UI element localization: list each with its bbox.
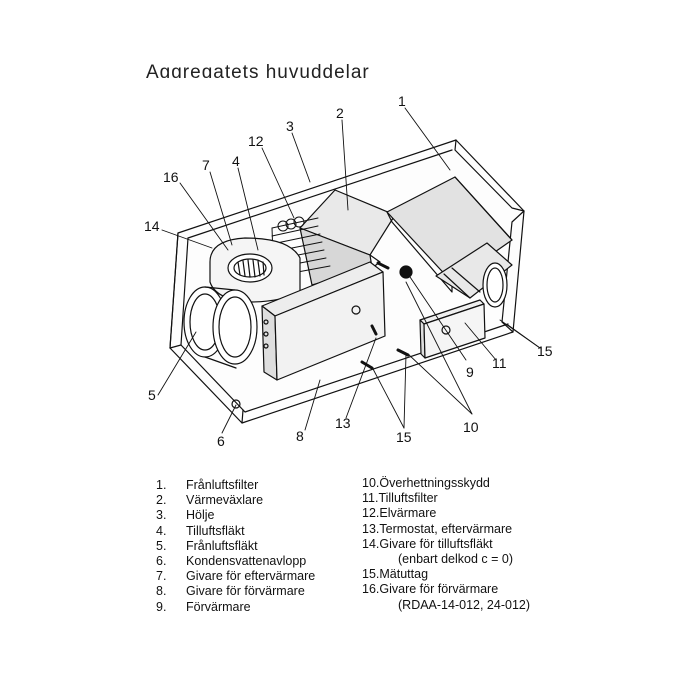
- legend-text: Mätuttag: [379, 567, 429, 582]
- legend-item: 8. Givare för förvärmare: [156, 584, 315, 599]
- callout-6: 6: [217, 433, 225, 449]
- legend-item: 11.Tilluftsfilter: [362, 491, 530, 506]
- legend-right: 10.Överhettningsskydd 11.Tilluftsfilter …: [362, 476, 530, 613]
- legend-item-note: (enbart delkod c = 0): [398, 551, 513, 566]
- thermostat-box: [419, 299, 486, 359]
- legend-text: Värmeväxlare: [186, 493, 264, 508]
- legend-num: 3.: [156, 508, 167, 523]
- unit-diagram: 1 2 3 4 5 6 7 8 9 10 11 12 13 14 15 16 1…: [144, 93, 553, 449]
- legend-text: Frånluftsfläkt: [186, 538, 258, 553]
- diagram-title: Aggregatets huvuddelar: [146, 62, 370, 78]
- legend-text: Givare för förvärmare: [186, 584, 305, 599]
- callout-9: 9: [466, 364, 474, 380]
- callout-11: 11: [492, 355, 507, 371]
- legend-text: Hölje: [186, 508, 215, 523]
- callout-1: 1: [398, 93, 406, 109]
- legend-num: 2.: [156, 493, 167, 508]
- callout-16: 16: [163, 169, 179, 185]
- legend-left: 1. Frånluftsfilter 2. Värmeväxlare 3. Hölje…: [156, 478, 315, 615]
- legend-text: Frånluftsfilter: [186, 478, 259, 492]
- right-duct: [482, 262, 508, 308]
- callout-13: 13: [335, 415, 351, 431]
- legend-num: 16.: [362, 582, 380, 597]
- legend-num: 12.: [362, 506, 380, 521]
- leader-lines: [157, 107, 541, 434]
- legend-item: 5. Frånluftsfläkt: [156, 539, 315, 554]
- legend-item: 1. Frånluftsfilter: [156, 478, 315, 493]
- callout-12: 12: [248, 133, 264, 149]
- supply-fan: [209, 237, 301, 303]
- legend-text: Elvärmare: [379, 506, 437, 521]
- legend-text: Överhettningsskydd: [379, 476, 490, 490]
- legend-num: 1.: [156, 478, 167, 492]
- callout-14: 14: [144, 218, 160, 234]
- exhaust-fan: [183, 286, 258, 369]
- legend-num: 15.: [362, 567, 380, 582]
- callout-15-right: 15: [537, 343, 553, 359]
- legend-num: 8.: [156, 584, 167, 599]
- callout-3: 3: [286, 118, 294, 134]
- legend-item: 12.Elvärmare: [362, 506, 530, 521]
- legend-item: 13.Termostat, eftervärmare: [362, 522, 530, 537]
- legend-item: 2. Värmeväxlare: [156, 493, 315, 508]
- legend-num: 4.: [156, 523, 167, 538]
- legend-num: 9.: [156, 599, 167, 614]
- legend-text: Förvärmare: [186, 599, 251, 614]
- callout-10: 10: [463, 419, 479, 435]
- supply-filter: [435, 242, 513, 299]
- legend-text: Givare för tilluftsfläkt: [379, 536, 493, 551]
- legend-item: 3. Hölje: [156, 508, 315, 523]
- callout-2: 2: [336, 105, 344, 121]
- legend-text: Tilluftsfilter: [378, 491, 438, 506]
- legend-num: 11.: [362, 491, 379, 506]
- callout-8: 8: [296, 428, 304, 444]
- legend-item: 9. Förvärmare: [156, 600, 315, 615]
- legend-item: 7. Givare för eftervärmare: [156, 569, 315, 584]
- callout-15-bottom: 15: [396, 429, 412, 445]
- legend-text: Tilluftsfläkt: [186, 523, 245, 538]
- legend-item: 16.Givare för förvärmare: [362, 582, 530, 597]
- callout-7: 7: [202, 157, 210, 173]
- legend-item: 10.Överhettningsskydd: [362, 476, 530, 491]
- callout-5: 5: [148, 387, 156, 403]
- legend-item: 4. Tilluftsfläkt: [156, 524, 315, 539]
- legend-num: 10.: [362, 476, 380, 490]
- callout-numbers: 1 2 3 4 5 6 7 8 9 10 11 12 13 14 15 16 1…: [144, 93, 553, 449]
- legend-item-note: (RDAA-14-012, 24-012): [398, 597, 531, 612]
- legend-text: Givare för förvärmare: [379, 582, 499, 597]
- preheater-box: [261, 261, 386, 381]
- legend-num: 14.: [362, 536, 380, 551]
- legend-text: Termostat, eftervärmare: [379, 521, 513, 536]
- legend-item: 14.Givare för tilluftsfläkt: [362, 537, 530, 552]
- legend-text: Kondensvattenavlopp: [186, 553, 307, 568]
- legend-num: 13.: [362, 521, 380, 536]
- legend-item: 15.Mätuttag: [362, 567, 530, 582]
- legend-num: 7.: [156, 569, 167, 584]
- legend-text: Givare för eftervärmare: [186, 569, 316, 584]
- legend-num: 6.: [156, 553, 167, 568]
- legend-item: 6. Kondensvattenavlopp: [156, 554, 315, 569]
- callout-4: 4: [232, 153, 240, 169]
- legend-num: 5.: [156, 538, 167, 553]
